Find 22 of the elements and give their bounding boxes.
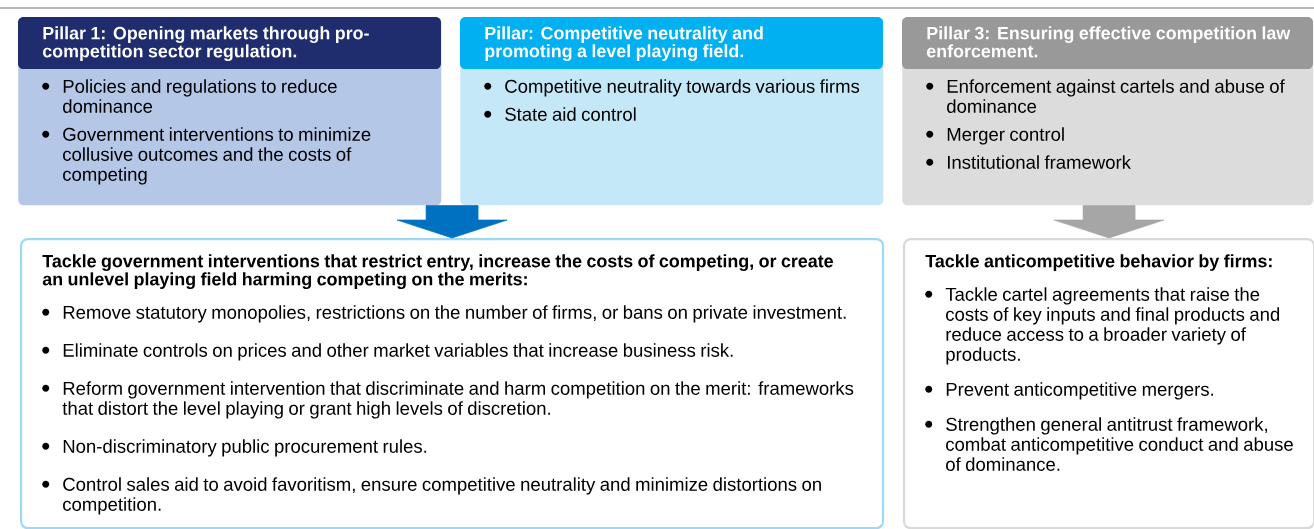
bullet-item: Eliminate controls on prices and other market variables that increase business risk.	[42, 343, 733, 361]
bullet-item: Merger control	[926, 127, 1064, 145]
bullet-item: Remove statutory monopolies, restrictions on the number of firms, or bans on private investment.	[42, 305, 846, 323]
bullet-item: Tackle cartel agreements that raise the costs of key inputs and final products and reduce access to a broader variety of products.	[925, 287, 1280, 365]
bullet-item: Strengthen general antitrust framework, combat anticompetitive conduct and abuse of dominance.	[925, 417, 1293, 471]
pillar-heading: Pillar: Competitive neutrality and promoting a level playing field.	[485, 26, 763, 61]
bullet-item: Policies and regulations to reduce dominance	[42, 79, 337, 113]
bullet-item: Reform government intervention that discriminate and harm competition on the merit: frameworks that distort the level playing or grant high levels of discretion.	[42, 381, 854, 419]
pillar-heading: Pillar 1: Opening markets through pro-competition sector regulation.	[42, 26, 369, 62]
block-arrow	[396, 205, 508, 239]
bullet-item: Institutional framework	[926, 155, 1131, 169]
box-heading: Tackle anticompetitive behavior by firms:	[925, 254, 1272, 271]
bullet-item: Non-discriminatory public procurement rules.	[42, 439, 427, 457]
bullet-item: Prevent anticompetitive mergers.	[925, 382, 1214, 400]
bullet-item: Enforcement against cartels and abuse of dominance	[926, 79, 1285, 113]
bullet-item: Competitive neutrality towards various firms	[484, 79, 860, 97]
box-heading: Tackle government interventions that restrict entry, increase the costs of competing, or create an unlevel playing field harming competing on the merits:	[42, 254, 833, 290]
bullet-item: Control sales aid to avoid favoritism, ensure competitive neutrality and minimize distortions on competition.	[42, 477, 821, 515]
bullet-item: State aid control	[484, 107, 636, 121]
block-arrow	[1053, 205, 1165, 239]
bullet-item: Government interventions to minimize collusive outcomes and the costs of competing	[42, 127, 371, 185]
pillar-heading: Pillar 3: Ensuring effective competition law enforcement.	[926, 26, 1291, 58]
